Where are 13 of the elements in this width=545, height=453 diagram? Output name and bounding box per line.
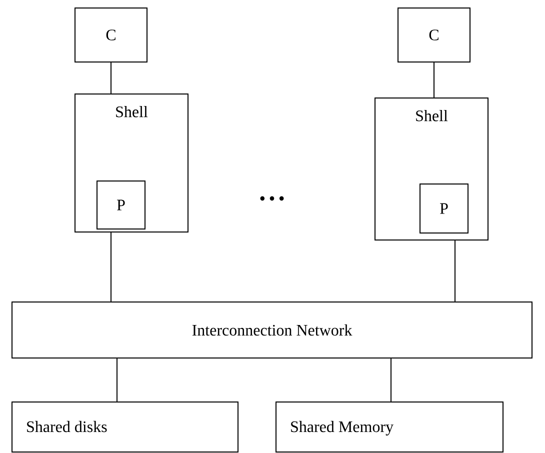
processor-box: P bbox=[420, 184, 468, 234]
storage-box: Shared disks bbox=[12, 402, 238, 452]
connector-line bbox=[390, 358, 392, 402]
connector-line bbox=[110, 232, 112, 302]
connector-line bbox=[116, 358, 118, 402]
processor-box: P bbox=[96, 180, 146, 230]
storage-box: Shared Memory bbox=[276, 402, 504, 452]
network-box: Interconnection Network bbox=[12, 302, 532, 358]
connector-line bbox=[454, 240, 456, 302]
connector-line bbox=[110, 62, 112, 94]
cache-box: C bbox=[398, 8, 470, 62]
cache-box: C bbox=[74, 8, 148, 62]
ellipsis-dots: • • • bbox=[260, 196, 284, 201]
